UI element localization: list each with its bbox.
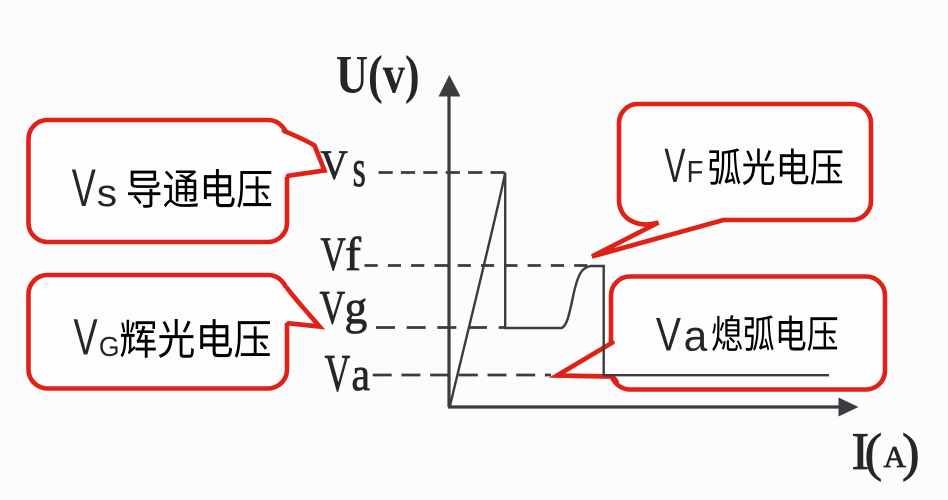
svg-text:V: V — [72, 158, 97, 218]
svg-text:s: s — [97, 172, 117, 214]
svg-text:a: a — [352, 347, 371, 400]
svg-text:): ) — [902, 424, 920, 482]
svg-text:F: F — [687, 156, 704, 190]
svg-text:g: g — [345, 282, 368, 335]
svg-text:I: I — [852, 423, 870, 481]
svg-text:V: V — [320, 282, 346, 335]
svg-text:G: G — [99, 331, 120, 363]
svg-text:V: V — [321, 142, 348, 188]
svg-text:V: V — [325, 344, 351, 403]
svg-text:a: a — [684, 314, 708, 361]
svg-text:(: ( — [865, 424, 883, 482]
svg-text:s: s — [353, 139, 366, 199]
svg-text:V: V — [74, 310, 99, 367]
svg-text:V: V — [321, 229, 346, 282]
svg-text:V: V — [664, 138, 685, 192]
svg-text:V: V — [656, 308, 682, 361]
svg-text:f: f — [345, 228, 361, 281]
svg-text:U(v): U(v) — [336, 44, 420, 104]
svg-text:A: A — [884, 439, 907, 474]
